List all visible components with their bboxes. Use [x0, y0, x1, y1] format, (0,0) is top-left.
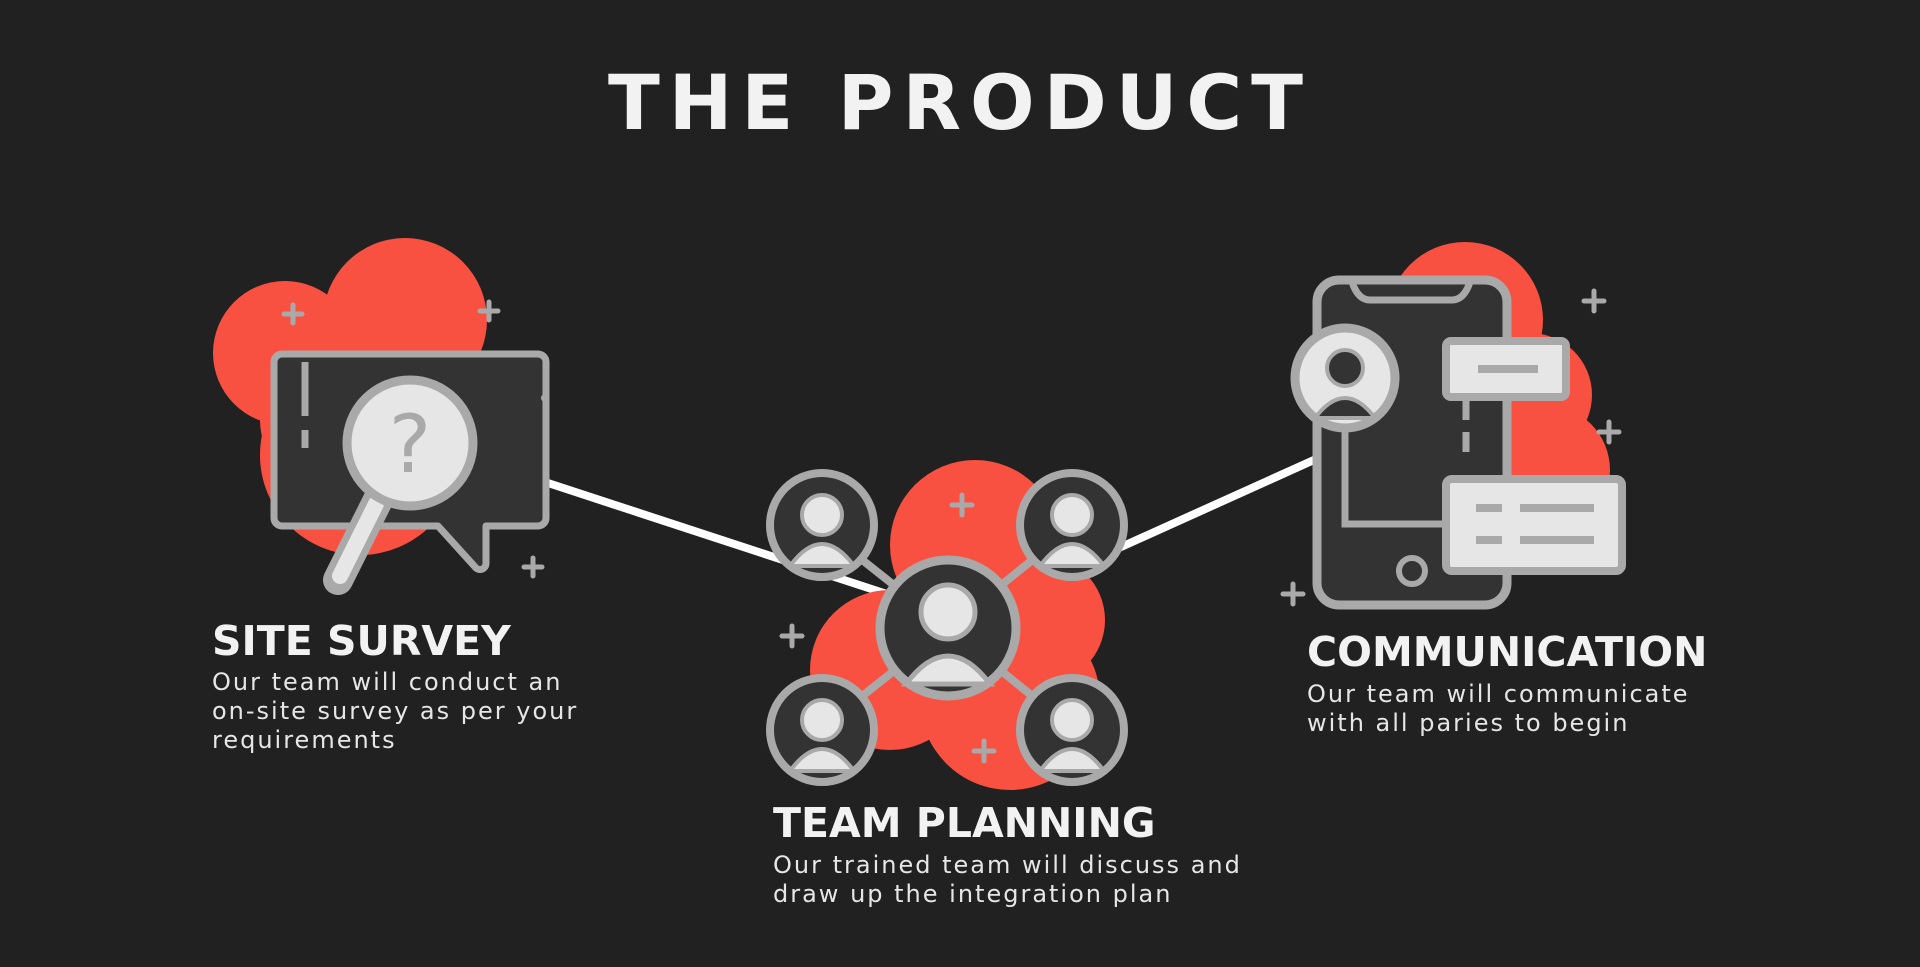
step-description-site-survey: Our team will conduct an on-site survey …	[212, 668, 579, 754]
step-description-communication: Our team will communicate with all parie…	[1307, 680, 1690, 737]
search-question-chat-icon: ?	[213, 238, 550, 595]
step-description-team-planning: Our trained team will discuss and draw u…	[773, 851, 1242, 908]
step-title-communication: COMMUNICATION	[1307, 628, 1708, 676]
mobile-chat-icon	[1280, 242, 1626, 610]
team-network-icon	[766, 460, 1128, 790]
svg-text:?: ?	[389, 398, 431, 491]
step-title-site-survey: SITE SURVEY	[212, 617, 511, 665]
step-title-team-planning: TEAM PLANNING	[773, 799, 1156, 847]
page-title: THE PRODUCT	[607, 58, 1313, 147]
connector-lines	[544, 451, 1329, 604]
